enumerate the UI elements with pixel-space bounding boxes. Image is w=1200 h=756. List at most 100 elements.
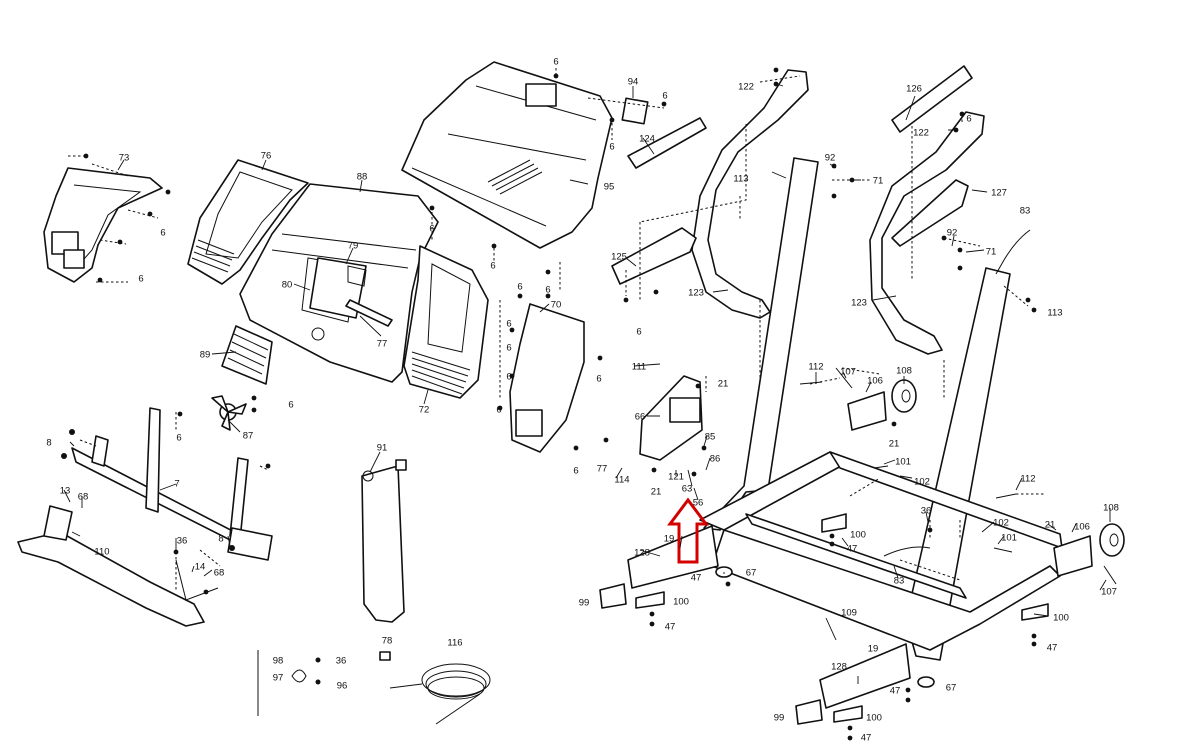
callout-124: 124	[639, 134, 655, 145]
callout-112: 112	[1020, 474, 1035, 485]
callout-128: 128	[634, 548, 650, 559]
callout-92: 92	[947, 228, 958, 239]
part-123-right-upright	[869, 111, 1011, 661]
callout-67: 67	[746, 568, 757, 579]
part-124-handle-cover	[627, 117, 707, 169]
part-110-handrail	[17, 505, 219, 627]
callout-77: 77	[597, 464, 608, 475]
callout-83: 83	[894, 576, 905, 587]
callout-94: 94	[628, 77, 639, 88]
callout-67: 67	[946, 683, 957, 694]
callout-88: 88	[357, 172, 368, 183]
callout-21: 21	[718, 379, 729, 390]
callout-121: 121	[668, 472, 684, 483]
part-87-fan	[211, 395, 247, 431]
callout-80: 80	[282, 280, 293, 291]
callout-106: 106	[1074, 522, 1090, 533]
callout-95: 95	[604, 182, 615, 193]
callout-100: 100	[673, 597, 689, 608]
callout-36: 36	[921, 506, 932, 517]
callout-123: 123	[851, 298, 867, 309]
callout-122: 122	[738, 82, 754, 93]
callout-100: 100	[866, 713, 882, 724]
callout-111: 111	[632, 362, 646, 373]
callout-78: 78	[382, 636, 393, 647]
callout-106: 106	[867, 376, 883, 387]
callout-47: 47	[665, 622, 676, 633]
callout-100: 100	[850, 530, 866, 541]
callout-21: 21	[651, 487, 662, 498]
callout-6: 6	[176, 433, 181, 444]
callout-101: 101	[1001, 533, 1017, 544]
callout-107: 107	[1101, 587, 1117, 598]
callout-66: 66	[635, 412, 646, 423]
callout-128: 128	[831, 662, 847, 673]
callout-83: 83	[1020, 206, 1031, 217]
callout-87: 87	[243, 431, 254, 442]
callout-100: 100	[1053, 613, 1069, 624]
callout-47: 47	[1047, 643, 1058, 654]
callout-47: 47	[890, 686, 901, 697]
callout-47: 47	[847, 544, 858, 555]
callout-102: 102	[993, 518, 1009, 529]
callout-99: 99	[579, 598, 590, 609]
callout-6: 6	[545, 285, 550, 296]
callout-89: 89	[200, 350, 211, 361]
callout-70: 70	[551, 300, 562, 311]
part-7-console-frame	[71, 407, 273, 561]
callout-98: 98	[273, 656, 284, 667]
callout-110: 110	[94, 547, 109, 558]
part-91-wire-harness	[361, 459, 407, 623]
callout-6: 6	[490, 261, 495, 272]
part-70-side-shroud	[509, 303, 585, 453]
callout-109: 109	[841, 608, 857, 619]
callout-123: 123	[688, 288, 704, 299]
callout-126: 126	[906, 84, 922, 95]
callout-6: 6	[966, 114, 971, 125]
part-72-right-grille-panel	[403, 245, 489, 399]
callout-96: 96	[337, 681, 348, 692]
callout-6: 6	[429, 224, 434, 235]
callout-91: 91	[377, 443, 388, 454]
callout-56: 56	[693, 498, 704, 509]
callout-85: 85	[705, 432, 716, 443]
highlight-arrow	[667, 497, 709, 564]
callout-47: 47	[691, 573, 702, 584]
callout-113: 113	[733, 174, 748, 185]
callout-101: 101	[895, 457, 911, 468]
callout-113: 113	[1047, 308, 1062, 319]
callout-13: 13	[60, 486, 71, 497]
part-98-97-96-hardware	[257, 650, 391, 716]
part-83-wire-top	[995, 229, 1031, 275]
callout-36: 36	[177, 536, 188, 547]
callout-6: 6	[496, 405, 501, 416]
callout-86: 86	[710, 454, 721, 465]
part-89-speaker-grille	[221, 325, 273, 385]
callout-6: 6	[573, 466, 578, 477]
callout-71: 71	[873, 176, 884, 187]
callout-6: 6	[596, 374, 601, 385]
callout-76: 76	[261, 151, 272, 162]
callout-127: 127	[991, 188, 1007, 199]
part-106-108-wheel-right	[1053, 523, 1125, 577]
callout-6: 6	[636, 327, 641, 338]
part-73-side-shroud	[43, 155, 163, 283]
leader-lines	[63, 83, 1111, 684]
callout-8: 8	[218, 534, 223, 545]
callout-6: 6	[609, 142, 614, 153]
callout-6: 6	[517, 282, 522, 293]
part-95-console-cover	[401, 61, 613, 249]
part-99-100-feet-rear	[795, 513, 1049, 725]
callout-19: 19	[868, 644, 879, 655]
callout-79: 79	[348, 241, 359, 252]
bolts	[633, 363, 1117, 585]
callout-92: 92	[825, 153, 836, 164]
callout-6: 6	[553, 57, 558, 68]
callout-116: 116	[447, 638, 462, 649]
callout-6: 6	[506, 319, 511, 330]
callout-36: 36	[336, 656, 347, 667]
callout-114: 114	[614, 475, 629, 486]
callout-8: 8	[46, 438, 51, 449]
callout-68: 68	[78, 492, 89, 503]
